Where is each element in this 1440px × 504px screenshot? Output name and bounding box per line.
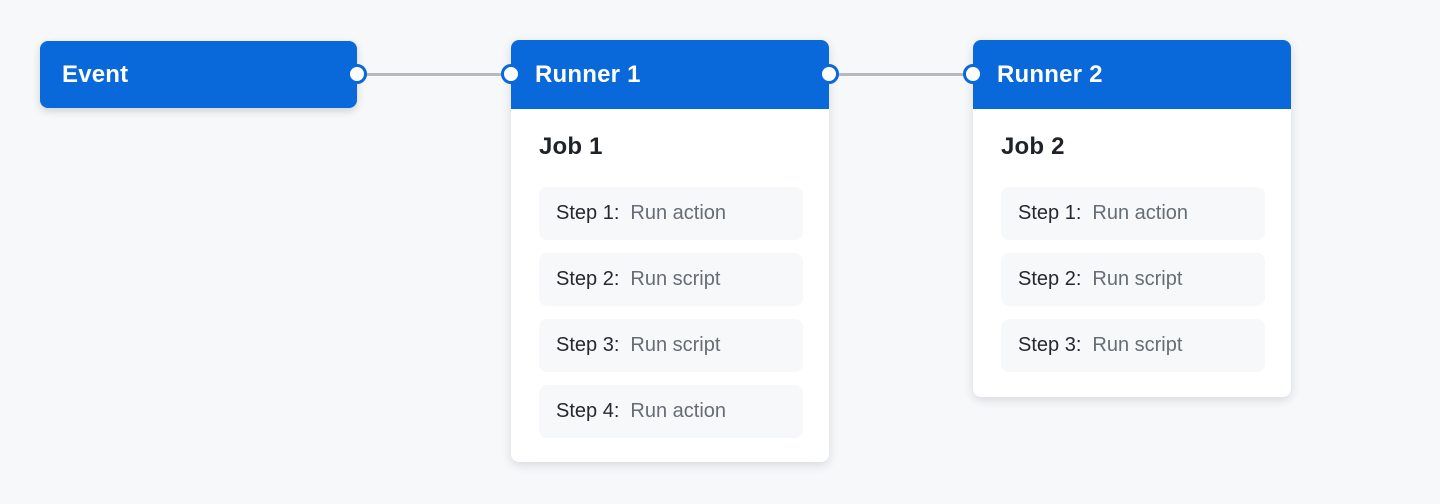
runner-2-node: Runner 2 Job 2 Step 1: Run action Step 2… bbox=[973, 40, 1291, 397]
connector-dot-runner1-right bbox=[819, 64, 839, 84]
step-row: Step 2: Run script bbox=[1001, 253, 1265, 306]
step-value: Run script bbox=[1092, 268, 1183, 290]
step-row: Step 1: Run action bbox=[1001, 187, 1265, 240]
connector-dot-runner1-left bbox=[501, 64, 521, 84]
runner-1-title: Runner 1 bbox=[535, 60, 641, 88]
connector-event-runner1 bbox=[357, 72, 511, 76]
connector-dot-event-right bbox=[347, 64, 367, 84]
runner-1-node: Runner 1 Job 1 Step 1: Run action Step 2… bbox=[511, 40, 829, 462]
step-value: Run script bbox=[630, 334, 721, 356]
step-label: Step 3: bbox=[556, 334, 620, 356]
runner-2-body: Job 2 Step 1: Run action Step 2: Run scr… bbox=[973, 109, 1291, 372]
step-value: Run action bbox=[630, 400, 727, 422]
step-label: Step 4: bbox=[556, 400, 620, 422]
step-row: Step 1: Run action bbox=[539, 187, 803, 240]
step-label: Step 1: bbox=[556, 202, 620, 224]
step-label: Step 2: bbox=[1018, 268, 1082, 290]
runner-1-body: Job 1 Step 1: Run action Step 2: Run scr… bbox=[511, 109, 829, 438]
step-row: Step 4: Run action bbox=[539, 385, 803, 438]
runner-1-header: Runner 1 bbox=[511, 40, 829, 109]
step-label: Step 3: bbox=[1018, 334, 1082, 356]
step-row: Step 3: Run script bbox=[539, 319, 803, 372]
event-node: Event bbox=[40, 41, 357, 108]
step-row: Step 3: Run script bbox=[1001, 319, 1265, 372]
connector-dot-runner2-left bbox=[963, 64, 983, 84]
job-2-heading: Job 2 bbox=[1001, 133, 1065, 160]
runner-2-header: Runner 2 bbox=[973, 40, 1291, 109]
event-label: Event bbox=[62, 60, 129, 88]
step-label: Step 1: bbox=[1018, 202, 1082, 224]
step-value: Run action bbox=[1092, 202, 1189, 224]
step-value: Run script bbox=[1092, 334, 1183, 356]
step-row: Step 2: Run script bbox=[539, 253, 803, 306]
step-value: Run action bbox=[630, 202, 727, 224]
runner-2-title: Runner 2 bbox=[997, 60, 1103, 88]
connector-runner1-runner2 bbox=[829, 72, 973, 76]
job-1-heading: Job 1 bbox=[539, 133, 603, 160]
step-value: Run script bbox=[630, 268, 721, 290]
step-label: Step 2: bbox=[556, 268, 620, 290]
